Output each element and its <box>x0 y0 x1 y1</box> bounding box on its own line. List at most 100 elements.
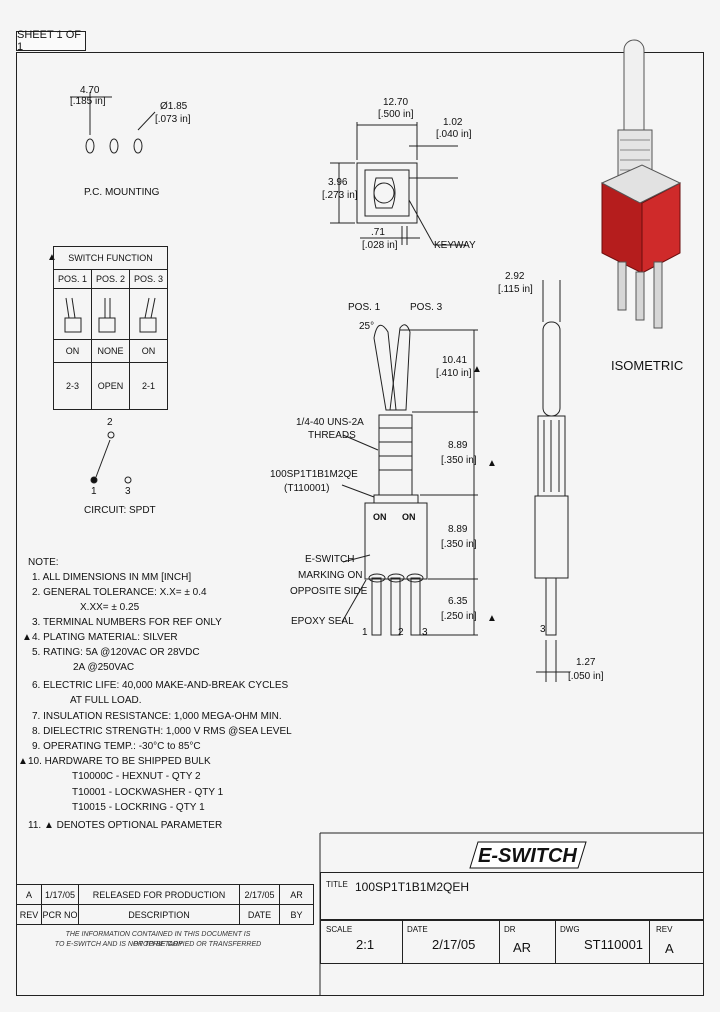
dim-side-terminal: 1.27 <box>576 657 596 668</box>
dim-diameter: 2.92 <box>505 271 525 282</box>
sheet-number: SHEET 1 OF 1 <box>16 29 86 53</box>
scale-value: 2:1 <box>356 937 375 952</box>
dim-bushing: 8.89 <box>448 440 468 451</box>
title-box <box>320 872 704 920</box>
dim-bushing-in: [.350 in] <box>441 455 477 466</box>
lever-angle: 25° <box>359 321 375 332</box>
dim-body: 8.89 <box>448 524 468 535</box>
note-line: 7. INSULATION RESISTANCE: 1,000 MEGA-OHM… <box>32 711 282 722</box>
marking-line-1: E-SWITCH <box>305 554 355 565</box>
rev-cell: RELEASED FOR PRODUCTION <box>78 884 240 905</box>
rev-header: DATE <box>239 904 280 925</box>
pin-1: 1 <box>362 627 368 638</box>
pos-header: POS. 3 <box>129 269 168 289</box>
note-line: 3. TERMINAL NUMBERS FOR REF ONLY <box>32 617 222 628</box>
on-mark-right: ON <box>402 512 416 522</box>
side-lever <box>542 321 561 417</box>
pos-state: NONE <box>91 339 130 363</box>
revision-table: A 1/17/05 RELEASED FOR PRODUCTION 2/17/0… <box>16 884 314 925</box>
note-line: 4. PLATING MATERIAL: SILVER <box>32 632 178 643</box>
pin-2: 2 <box>398 627 404 638</box>
switch-body <box>364 502 428 580</box>
note-line: 2. GENERAL TOLERANCE: X.X= ± 0.4 <box>32 587 207 598</box>
keyway-label: KEYWAY <box>434 240 476 251</box>
pc-hole-3 <box>133 138 143 154</box>
note-line: T10001 - LOCKWASHER - QTY 1 <box>72 787 224 798</box>
dim-height-in: [.273 in] <box>322 190 358 201</box>
switch-function-table: SWITCH FUNCTION POS. 1 POS. 2 POS. 3 ON … <box>53 246 168 410</box>
pos-header: POS. 1 <box>53 269 92 289</box>
dim-hole-in: [.073 in] <box>155 114 191 125</box>
isometric-label: ISOMETRIC <box>611 358 684 373</box>
circuit-pin-3: 3 <box>125 486 131 497</box>
pos3-label: POS. 3 <box>410 302 443 313</box>
dim-spacing: 4.70 <box>80 85 100 96</box>
dim-body-in: [.350 in] <box>441 539 477 550</box>
dim-spacing-in: [.185 in] <box>70 96 106 107</box>
pos-state: ON <box>129 339 168 363</box>
pin-3: 3 <box>422 627 428 638</box>
rev-header: PCR NO <box>41 904 79 925</box>
note-line: 5. RATING: 5A @120VAC OR 28VDC <box>32 647 200 658</box>
thread-label: THREADS <box>308 430 356 441</box>
pos1-label: POS. 1 <box>348 302 381 313</box>
switch-function-title: SWITCH FUNCTION <box>53 246 168 270</box>
dim-side-terminal-in: [.050 in] <box>568 671 604 682</box>
proprietary-line-1: THE INFORMATION CONTAINED IN THIS DOCUME… <box>65 931 251 948</box>
lever-pos1 <box>373 324 397 411</box>
dr-label: DR <box>504 925 516 934</box>
circuit-pin-2: 2 <box>107 417 113 428</box>
marking-line-2: MARKING ON <box>298 570 363 581</box>
optional-marker: ▲ <box>22 632 32 643</box>
pos-circuit: OPEN <box>91 362 130 410</box>
pos-state: ON <box>53 339 92 363</box>
dwg-value: ST110001 <box>584 937 644 952</box>
title-label: TITLE <box>326 880 348 889</box>
optional-marker: ▲ <box>487 458 497 469</box>
dim-gap: 1.02 <box>443 117 463 128</box>
epoxy-seal: EPOXY SEAL <box>291 616 354 627</box>
side-body <box>534 495 569 579</box>
note-line: X.XX= ± 0.25 <box>80 602 140 613</box>
optional-marker: ▲ <box>47 252 57 263</box>
dim-width: 12.70 <box>383 97 409 108</box>
top-view-bushing <box>373 177 396 209</box>
note-line: T10000C - HEXNUT - QTY 2 <box>72 771 201 782</box>
note-line: 11. ▲ DENOTES OPTIONAL PARAMETER <box>28 820 223 831</box>
pc-hole-2 <box>109 138 119 154</box>
note-line: 8. DIELECTRIC STRENGTH: 1,000 V RMS @SEA… <box>32 726 292 737</box>
top-view-body <box>356 162 418 224</box>
rev-cell: AR <box>279 884 314 905</box>
dim-terminal-in: [.250 in] <box>441 611 477 622</box>
rev-header: REV <box>16 904 42 925</box>
part-code-ref: (T110001) <box>284 483 330 494</box>
dim-keyway: .71 <box>371 227 385 238</box>
pos-circuit: 2-3 <box>53 362 92 410</box>
rev-cell: 1/17/05 <box>41 884 79 905</box>
rev-value: A <box>665 941 674 956</box>
thread-spec: 1/4-40 UNS-2A <box>296 417 364 428</box>
on-mark-left: ON <box>373 512 387 522</box>
optional-marker: ▲ <box>18 756 28 767</box>
notes-heading: NOTE: <box>28 557 59 568</box>
dim-hole: Ø1.85 <box>160 101 188 112</box>
dim-width-in: [.500 in] <box>378 109 414 120</box>
dwg-label: DWG <box>560 925 580 934</box>
date-label: DATE <box>407 925 428 934</box>
dr-value: AR <box>513 940 532 955</box>
pc-hole-1 <box>85 138 95 154</box>
rev-header: BY <box>279 904 314 925</box>
optional-marker: ▲ <box>487 613 497 624</box>
dim-terminal: 6.35 <box>448 596 468 607</box>
part-code: 100SP1T1B1M2QE <box>270 469 358 480</box>
dim-gap-in: [.040 in] <box>436 129 472 140</box>
scale-label: SCALE <box>326 925 353 934</box>
marking-line-3: OPPOSITE SIDE <box>290 586 368 597</box>
rev-label: REV <box>656 925 673 934</box>
rev-cell: A <box>16 884 42 905</box>
note-line: 1. ALL DIMENSIONS IN MM [INCH] <box>32 572 192 583</box>
dim-keyway-in: [.028 in] <box>362 240 398 251</box>
note-line: 2A @250VAC <box>73 662 135 673</box>
dim-height: 3.96 <box>328 177 348 188</box>
